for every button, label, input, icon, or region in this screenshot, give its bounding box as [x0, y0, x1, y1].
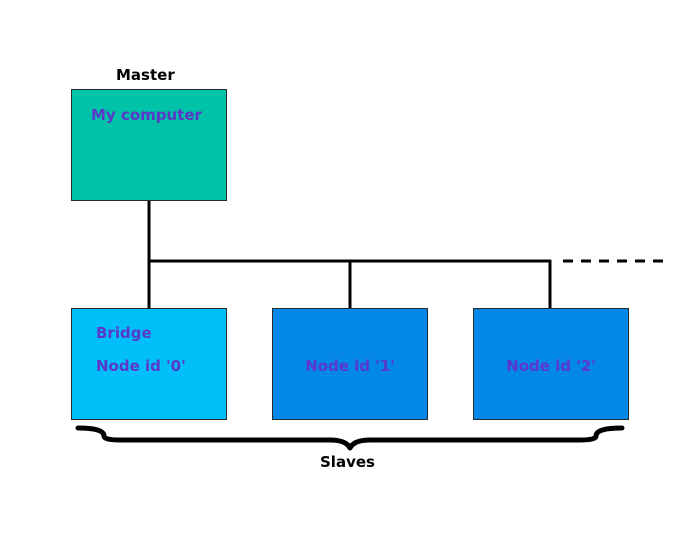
node-label-1: Node id '1'	[305, 357, 395, 375]
slaves-label: Slaves	[320, 453, 375, 471]
node-box-1: Node id '1'	[272, 308, 428, 420]
node-label-2: Node id '2'	[506, 357, 596, 375]
bridge-title: Bridge	[96, 324, 152, 342]
bridge-box: Bridge Node id '0'	[71, 308, 227, 420]
master-heading: Master	[116, 66, 175, 84]
master-box: My computer	[71, 89, 227, 201]
node-box-2: Node id '2'	[473, 308, 629, 420]
bridge-node-id: Node id '0'	[96, 357, 186, 375]
slaves-brace	[75, 425, 625, 451]
master-label: My computer	[91, 106, 202, 124]
